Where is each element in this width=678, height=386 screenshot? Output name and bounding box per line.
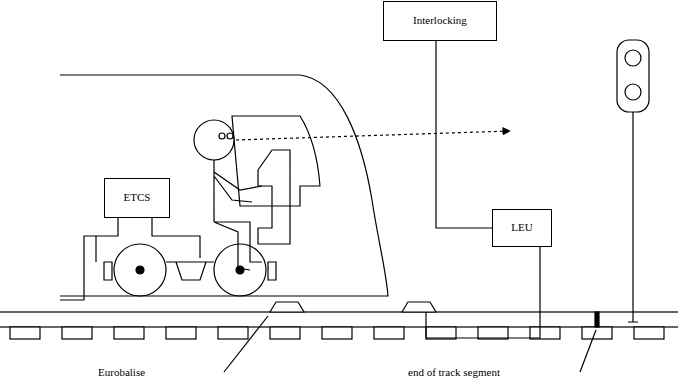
segment-end-mark — [595, 312, 599, 327]
etcs-box: ETCS — [104, 178, 170, 218]
box-label: LEU — [511, 221, 532, 234]
sleeper — [582, 327, 612, 339]
box-label: ETCS — [124, 191, 151, 204]
sleeper — [166, 327, 196, 339]
eurobalise — [402, 302, 436, 312]
etcs-wire — [60, 218, 200, 300]
interlocking-box: Interlocking — [383, 1, 497, 41]
sleeper — [530, 327, 560, 339]
box-label: Interlocking — [413, 14, 467, 27]
sleeper — [114, 327, 144, 339]
sleeper — [10, 327, 40, 339]
leader-line — [224, 316, 268, 372]
driver-seat — [258, 150, 290, 244]
sleeper — [374, 327, 404, 339]
part-label: Eurobalise — [96, 366, 147, 379]
eurobalise — [270, 302, 304, 312]
track — [0, 312, 678, 339]
leu-wire — [426, 247, 540, 338]
sleeper — [218, 327, 248, 339]
sleeper — [62, 327, 92, 339]
line-of-sight — [236, 131, 510, 140]
sleeper — [270, 327, 300, 339]
train-body — [60, 75, 388, 296]
sleeper — [634, 327, 664, 339]
part-label: end of track segment — [406, 366, 502, 379]
sleeper — [322, 327, 352, 339]
windshield — [232, 116, 320, 206]
leu-box: LEU — [492, 209, 552, 247]
sleeper — [478, 327, 508, 339]
bogie — [104, 244, 276, 296]
connector-wire — [436, 41, 492, 228]
signal — [617, 40, 649, 322]
sleeper — [426, 327, 456, 339]
leader-line — [580, 330, 596, 372]
